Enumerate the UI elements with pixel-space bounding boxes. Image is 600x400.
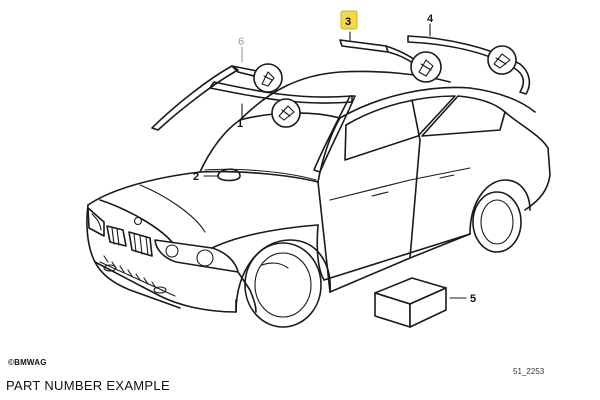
part-5-adhesive-block[interactable] [374, 277, 467, 328]
callout-labels: 1 2 3 4 5 6 [193, 10, 476, 305]
page-caption: PART NUMBER EXAMPLE [6, 378, 170, 393]
car-illustration [86, 70, 551, 328]
clip-detail-circle [487, 45, 517, 75]
callout-6: 6 [238, 36, 244, 48]
clip-detail-markers [253, 45, 517, 128]
diagram-id: 51_2253 [513, 367, 545, 376]
callout-3: 3 [345, 16, 351, 28]
callout-1: 1 [237, 118, 243, 130]
part-4-roof-strip[interactable] [407, 23, 531, 95]
part-1-moulding[interactable] [209, 81, 356, 173]
callout-4: 4 [427, 13, 434, 25]
callout-5: 5 [470, 293, 476, 305]
callout-2: 2 [193, 171, 199, 183]
copyright-notice: ©BMWAG [8, 358, 47, 367]
callout-3-highlight [340, 10, 358, 30]
part-3-roof-strip[interactable] [339, 31, 419, 65]
part-2-emblem[interactable] [203, 168, 241, 182]
